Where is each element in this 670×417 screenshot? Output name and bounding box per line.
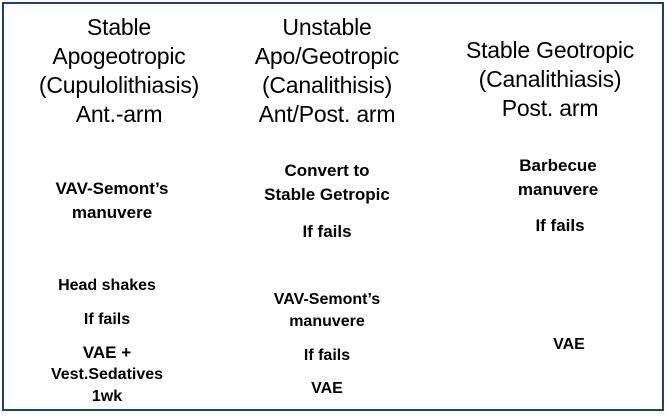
col1-header-line4: Ant.-arm [75,101,163,127]
col1-final-step-line2: Vest.Sedatives [50,366,164,383]
col2-if-fails-1: If fails [302,222,352,241]
col2-second-step-line2: manuvere [289,313,365,330]
col2-first-step-line1: Convert to [284,161,370,180]
col1-first-step-line1: VAV-Semont’s [55,179,169,198]
col3-first-step-line2: manuvere [517,180,599,199]
col2-first-step-line2: Stable Getropic [264,185,390,204]
col2-second-step: VAV-Semont’s manuvere [274,289,380,333]
col2-header-line3: (Canalithisis) [261,72,393,98]
col3-final-step: VAE [553,336,585,353]
col2-second-step-line1: VAV-Semont’s [273,291,381,308]
col3-if-fails: If fails [535,216,585,235]
col1-header-line1: Stable [86,14,151,40]
col1-header-line2: Apogeotropic [52,43,186,69]
col1-final-step: VAE + Vest.Sedatives 1wk [51,342,163,408]
col3-header-line3: Post. arm [501,95,599,121]
col3-first-step: Barbecue manuvere [518,154,598,202]
col1-second-step: Head shakes [58,277,156,294]
col1-final-step-line1: VAE + [82,343,132,362]
col3-header: Stable Geotropic (Canalithiasis) Post. a… [466,36,634,123]
col2-if-fails-2: If fails [303,347,351,364]
col1-final-step-line3: 1wk [91,388,123,405]
col1-first-step-line2: manuvere [71,203,153,222]
table-frame [2,2,664,411]
col3-header-line2: (Canalithiasis) [478,66,622,92]
col3-header-line1: Stable Geotropic [465,37,635,63]
col2-header-line1: Unstable [282,14,372,40]
col2-header-line4: Ant/Post. arm [258,101,396,127]
col1-header-line3: (Cupulolithiasis) [38,72,200,98]
col2-header: Unstable Apo/Geotropic (Canalithisis) An… [254,13,400,129]
col1-header: Stable Apogeotropic (Cupulolithiasis) An… [39,13,199,129]
col3-first-step-line1: Barbecue [519,156,597,175]
col2-header-line2: Apo/Geotropic [254,43,400,69]
col2-final-step: VAE [311,380,343,397]
col1-first-step: VAV-Semont’s manuvere [55,177,168,225]
col2-first-step: Convert to Stable Getropic [264,159,390,207]
col1-if-fails: If fails [83,311,131,328]
